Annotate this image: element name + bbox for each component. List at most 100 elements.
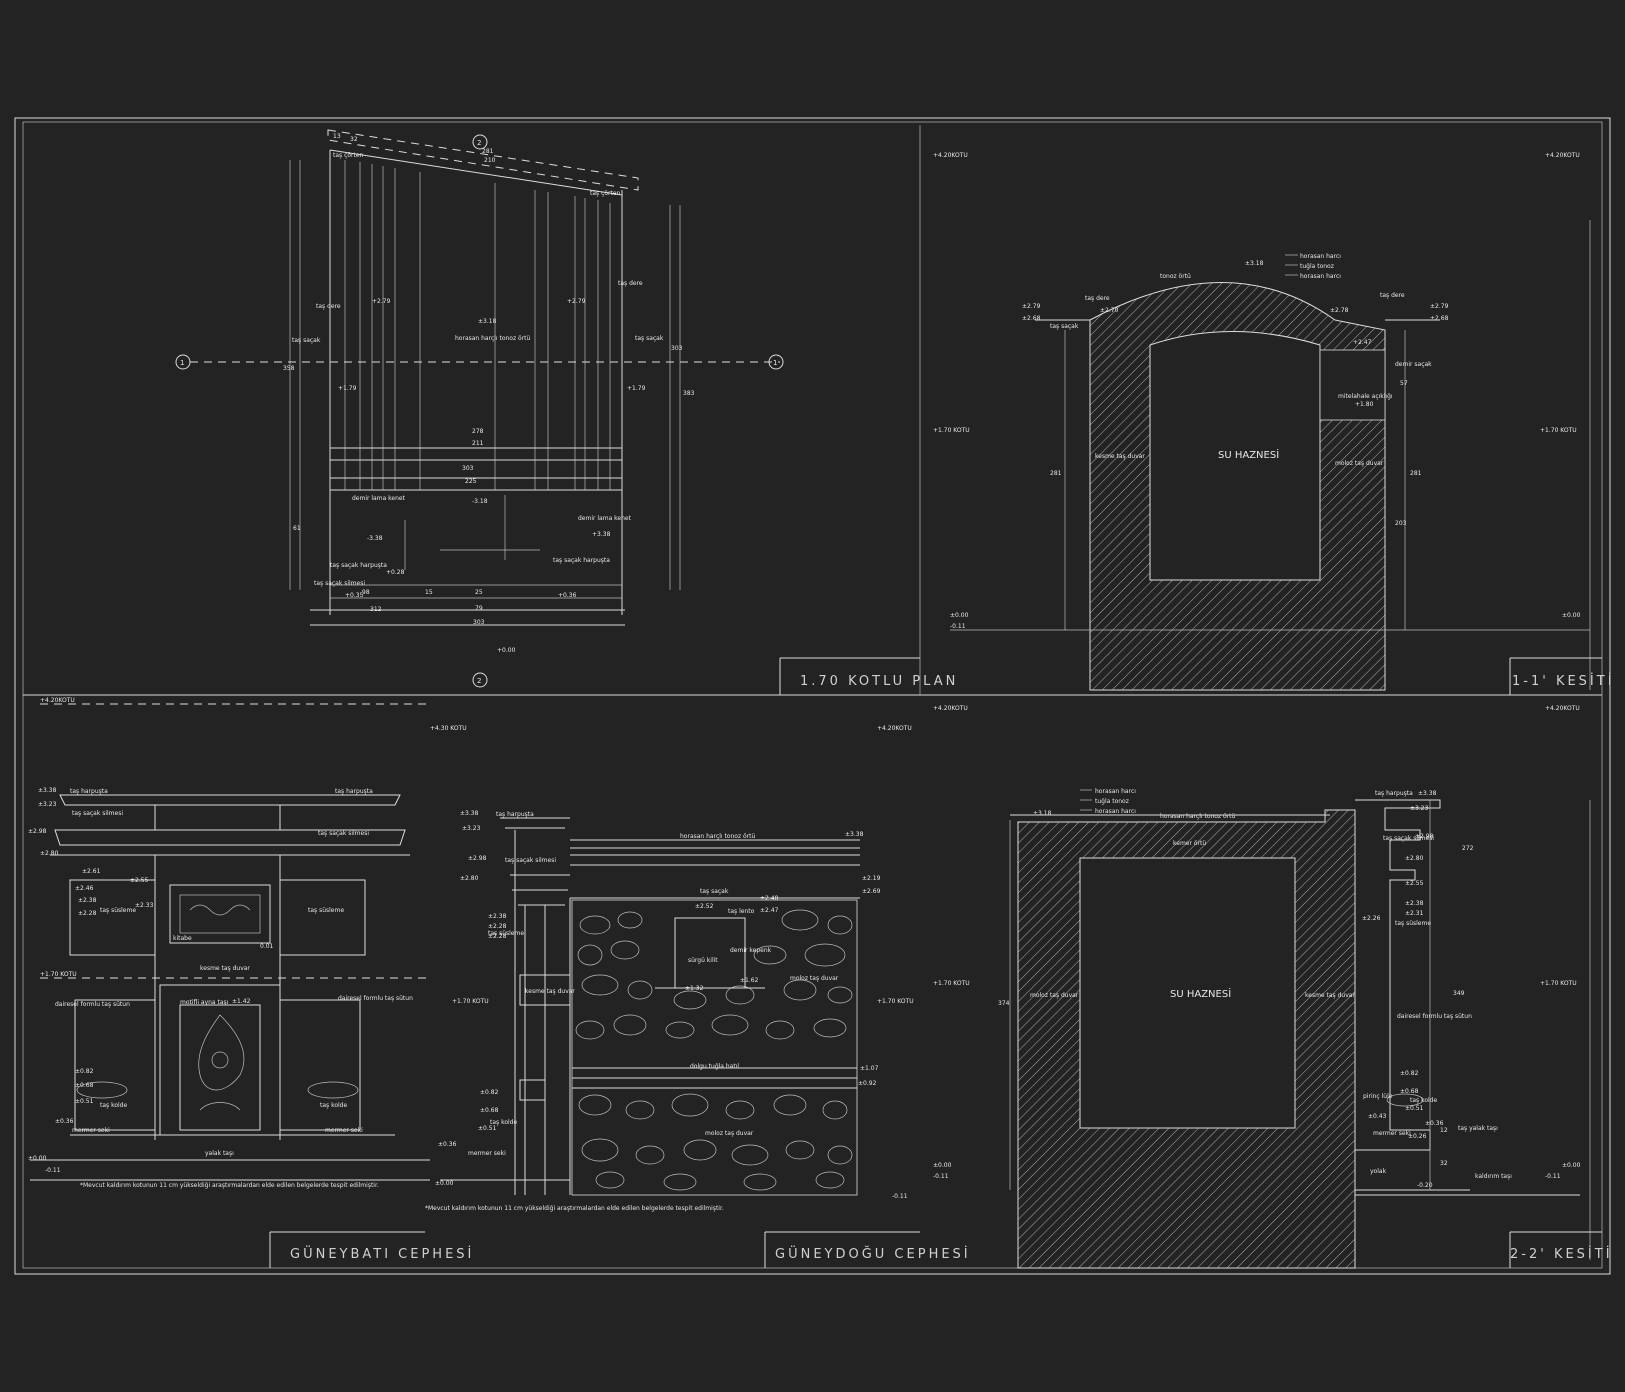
plan-dim: 303: [473, 619, 485, 626]
plan-axis1-left: 1: [180, 359, 184, 367]
se-level: ±0.92: [858, 1080, 877, 1087]
se-level: ±2.69: [862, 888, 881, 895]
se-level: ±2.28: [488, 923, 507, 930]
sw-dsutun-right: dairesel formlu taş sütun: [338, 995, 413, 1002]
s11-kot-bot-left1: ±0.00: [950, 612, 969, 619]
s22-moloz: moloz taş duvar: [1030, 992, 1079, 999]
s11-kot-top-left: +4.20KOTU: [933, 152, 968, 159]
s11-level: ±2.68: [1430, 315, 1449, 322]
plan-dim: 25: [475, 589, 483, 596]
se-harpusta: taş harpuşta: [496, 811, 534, 818]
s11-tas-dere-right: taş dere: [1380, 292, 1405, 299]
s22-level: ±2.38: [1405, 900, 1424, 907]
s11-kot-bot-left2: -0.11: [950, 623, 966, 630]
se-moloz2: moloz taş duvar: [705, 1130, 754, 1137]
s11-top-level: ±3.18: [1245, 260, 1264, 267]
plan-axis1-right: 1: [773, 359, 777, 367]
plan-dim: 303: [462, 465, 474, 472]
sw-level: ±2.61: [82, 868, 101, 875]
s11-dim: 203: [1395, 520, 1407, 527]
s22-layer-1: horasan harcı: [1095, 788, 1136, 795]
s22-kolde: taş kolde: [1410, 1097, 1437, 1104]
sw-kolde-left: taş kolde: [100, 1102, 127, 1109]
s11-tas-dere-left: taş dere: [1085, 295, 1110, 302]
se-level: ±1.62: [740, 977, 759, 984]
s11-dim: 57: [1400, 380, 1408, 387]
sw-level: ±3.38: [38, 787, 57, 794]
s11-dim: 281: [1410, 470, 1422, 477]
title-plan: 1.70 KOTLU PLAN: [800, 674, 958, 689]
s11-reservoir-label: SU HAZNESİ: [1218, 448, 1279, 461]
s22-yolak: yolak: [1370, 1168, 1387, 1175]
se-level: ±3.38: [460, 810, 479, 817]
plan-label-tas-corten: taş çörten: [333, 152, 364, 159]
s22-kaldirim: kaldırım taşı: [1475, 1173, 1512, 1180]
sw-level: ±3.23: [38, 801, 57, 808]
se-level: ±1.32: [685, 985, 704, 992]
se-kot-top: +4.20KOTU: [877, 725, 912, 732]
se-level: ±2.80: [460, 875, 479, 882]
se-level: ±1.07: [860, 1065, 879, 1072]
sw-level: ±2.98: [28, 828, 47, 835]
s22-level: ±2.26: [1362, 915, 1381, 922]
plan-label-tas-corten-2: taş çörten: [590, 190, 621, 197]
s22-level: ±2.80: [1405, 855, 1424, 862]
sw-kolde-right: taş kolde: [320, 1102, 347, 1109]
se-kot-mid-left: +1.70 KOTU: [452, 998, 489, 1005]
sw-level: ±1.42: [232, 998, 251, 1005]
se-sacak: taş saçak: [700, 888, 729, 895]
southwest-elevation: +4.20KOTU +1.70 KOTU taş harpuşta taş ha…: [28, 697, 474, 1268]
sw-level: ±0.68: [75, 1082, 94, 1089]
s11-kesme: kesme taş duvar: [1095, 453, 1145, 460]
plan-label-demir-kenet-right: demir lama kenet: [578, 515, 632, 522]
sw-levels: ±3.38 ±3.23 ±2.98 ±2.80 ±2.61 ±2.55 ±2.4…: [28, 787, 274, 1174]
s22-yalak: taş yalak taşı: [1458, 1125, 1498, 1132]
title-se: GÜNEYDOĞU CEPHESİ: [775, 1245, 971, 1262]
s22-level: -0.20: [1417, 1182, 1433, 1189]
s22-layer-3: horasan harcı: [1095, 808, 1136, 815]
se-level: ±0.36: [438, 1141, 457, 1148]
se-note: *Mevcut kaldırım kotunun 11 cm yükseldiğ…: [425, 1205, 724, 1212]
s11-kot-bot-right: ±0.00: [1562, 612, 1581, 619]
plan-label-tonoz: horasan harçlı tonoz örtü: [455, 335, 531, 342]
s22-level: ±2.31: [1405, 910, 1424, 917]
outer-frame: [14, 117, 1611, 1275]
plan-dim: 61: [293, 525, 301, 532]
se-kolde: taş kolde: [490, 1119, 517, 1126]
s22-dimensions: 374 349 272 12 32: [998, 845, 1474, 1167]
plan-dim: 32: [350, 136, 358, 143]
s11-level: ±2.79: [1022, 303, 1041, 310]
s22-tonoz: horasan harçlı tonoz örtü: [1160, 813, 1236, 820]
s22-level: ±3.18: [1033, 810, 1052, 817]
se-tugla: dolgu tuğla hatıl: [690, 1063, 739, 1070]
s22-kot-mid-right: +1.70 KOTU: [1540, 980, 1577, 987]
s11-kot-mid-left: +1.70 KOTU: [933, 427, 970, 434]
plan-dim: 98: [362, 589, 370, 596]
s22-level: ±2.98: [1415, 833, 1434, 840]
s11-mitelahale: mitelahale açıklığı: [1338, 393, 1393, 400]
sw-level: ±2.38: [78, 897, 97, 904]
s22-dim: 374: [998, 1000, 1010, 1007]
s22-dim: 349: [1453, 990, 1465, 997]
plan-level-b: +3.38: [592, 531, 611, 538]
sw-level: ±0.36: [55, 1118, 74, 1125]
se-stleme: taş süsleme: [488, 930, 524, 937]
s22-reservoir-label: SU HAZNESİ: [1170, 987, 1231, 1000]
s11-level: ±2.70: [1100, 307, 1119, 314]
sw-level: 0.01: [260, 943, 274, 950]
sw-harpusta-left: taş harpuşta: [70, 788, 108, 795]
s22-level: ±0.82: [1400, 1070, 1419, 1077]
s22-level: ±0.68: [1400, 1088, 1419, 1095]
plan-dim: 312: [370, 606, 382, 613]
plan-level-a: -3.38: [367, 535, 383, 542]
s22-reservoir: [1079, 857, 1296, 1129]
s11-layer-2: tuğla tonoz: [1300, 263, 1334, 270]
title-sw: GÜNEYBATI CEPHESİ: [290, 1245, 474, 1262]
s22-level: ±0.00: [933, 1162, 952, 1169]
s22-level: ±0.26: [1408, 1133, 1427, 1140]
sw-level: ±2.28: [78, 910, 97, 917]
s22-kesme: kesme taş duvar: [1305, 992, 1355, 999]
se-kepenk: demir kepenk: [730, 947, 772, 954]
s22-dim: 32: [1440, 1160, 1448, 1167]
se-kot-mid-right: +1.70 KOTU: [877, 998, 914, 1005]
